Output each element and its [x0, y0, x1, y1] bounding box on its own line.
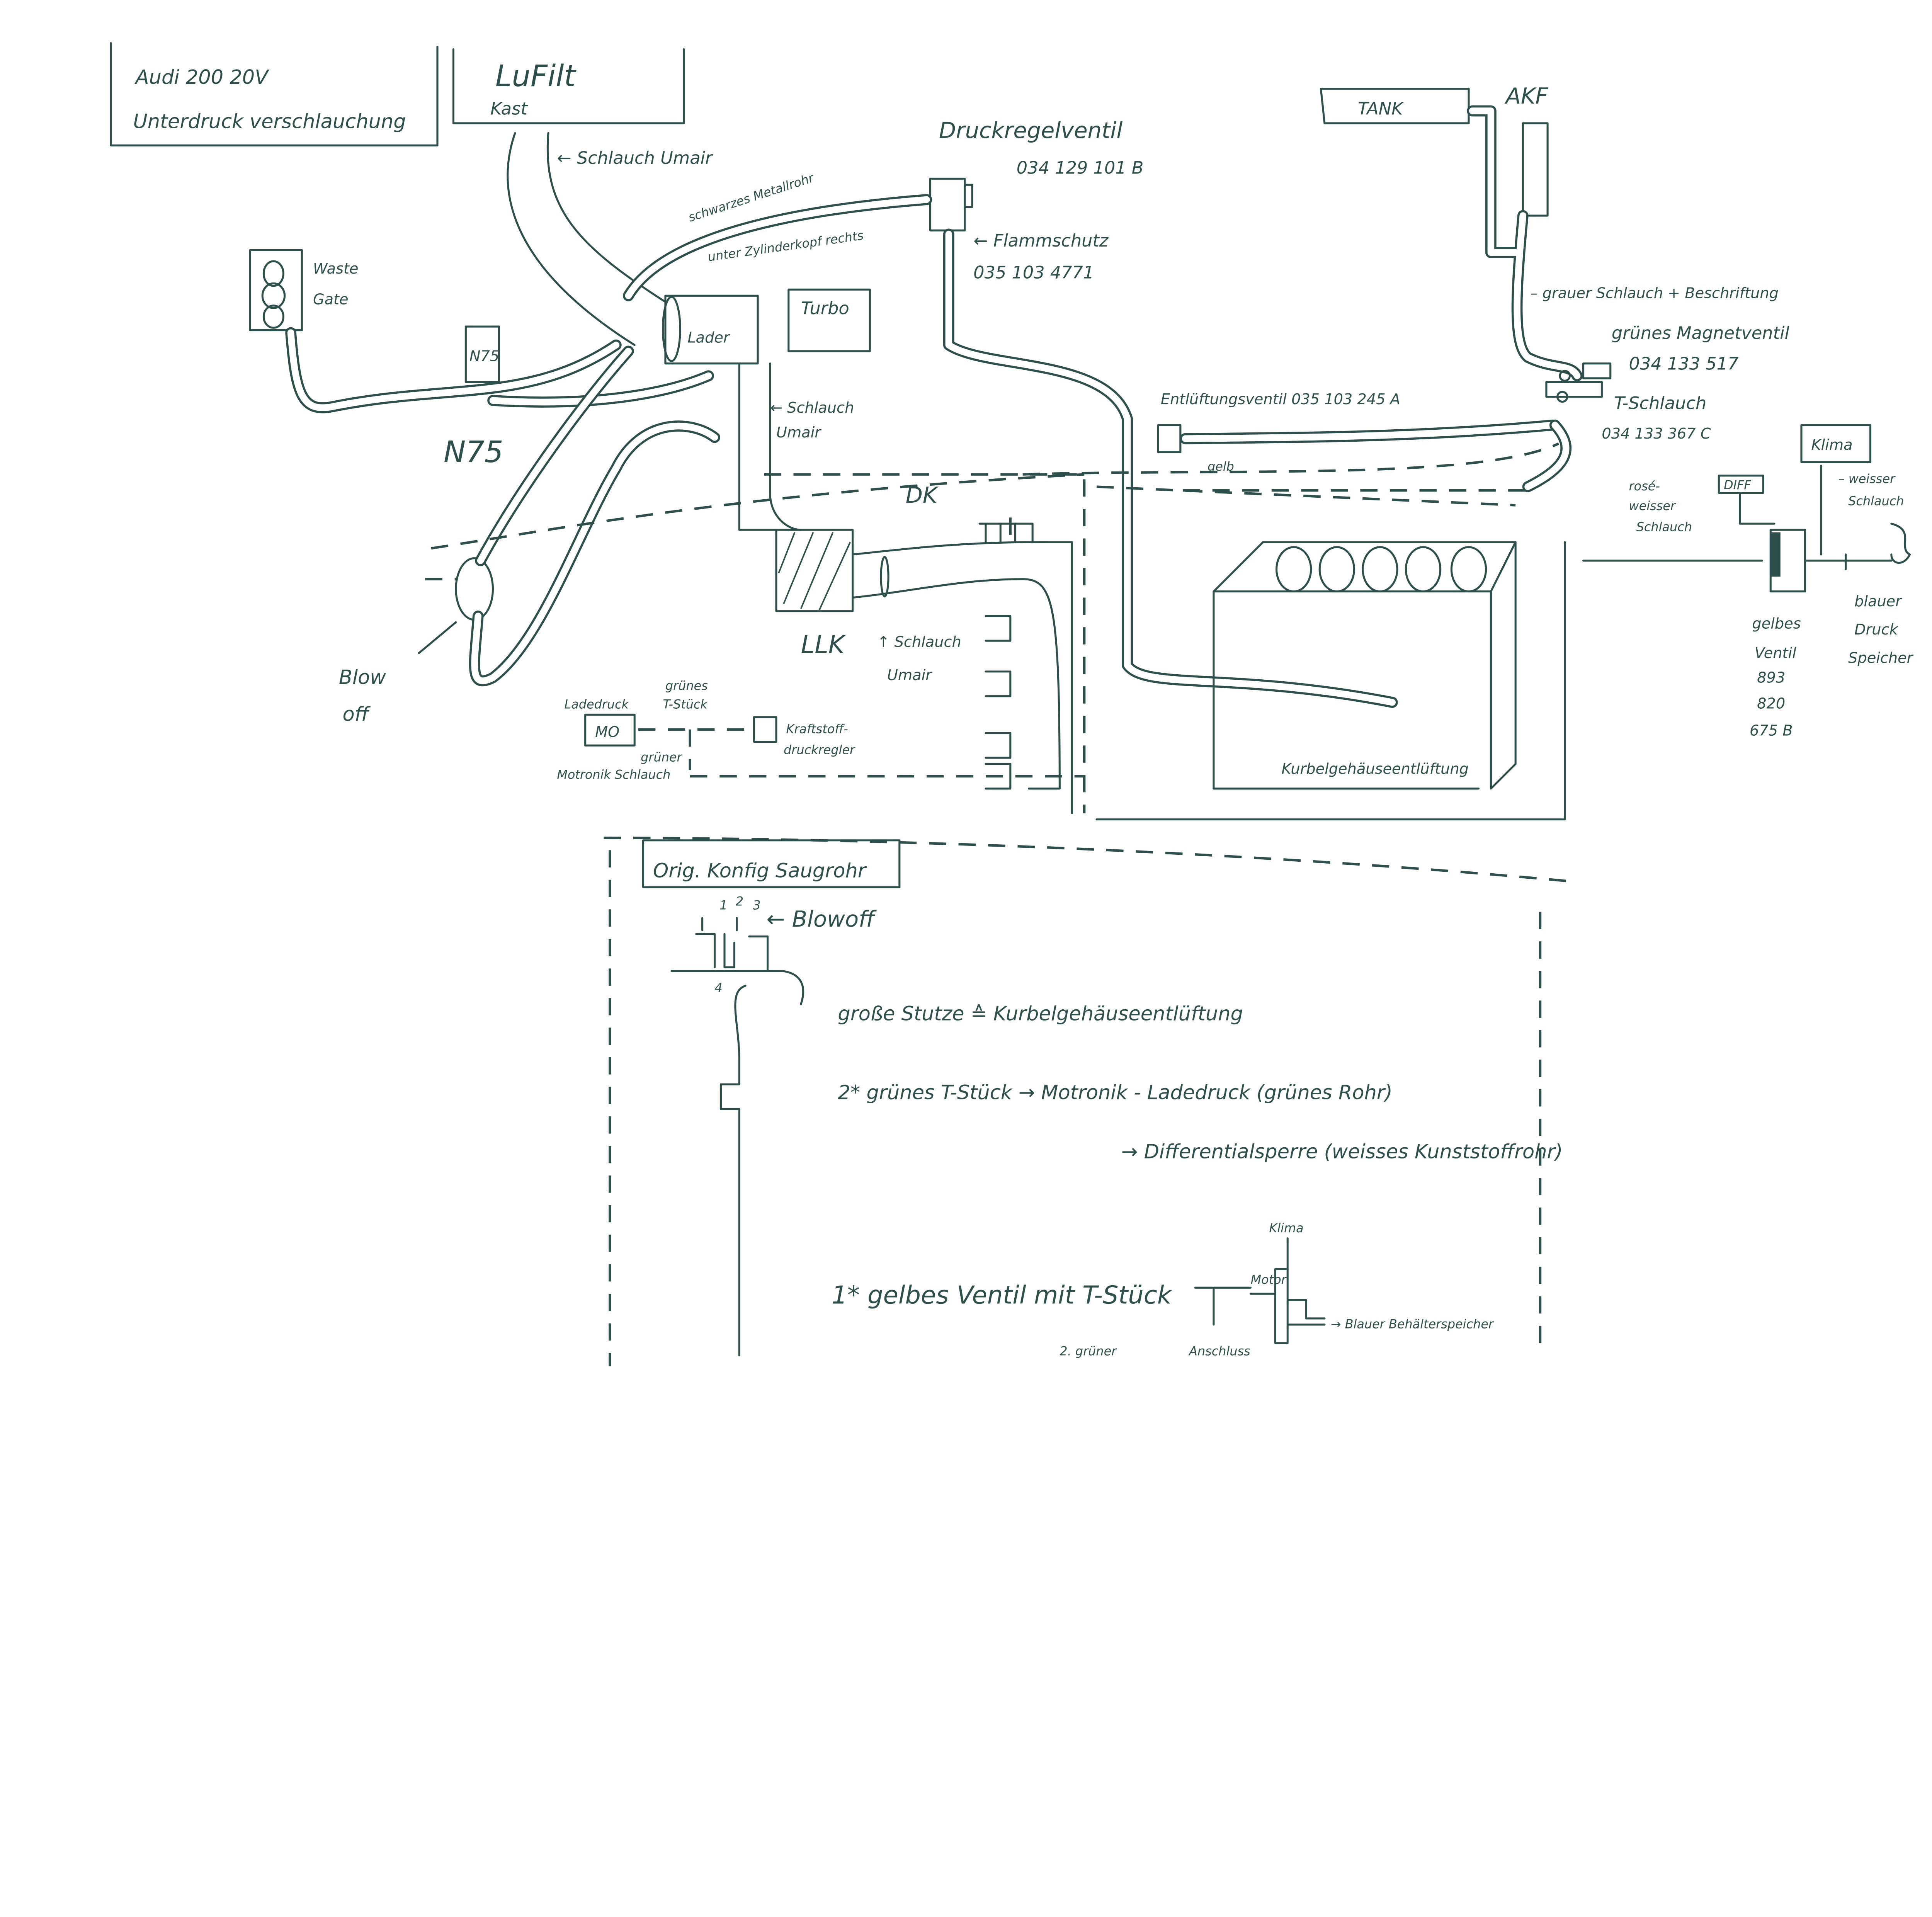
blow-off-label-2: off [342, 703, 371, 726]
gruenes-t-stueck-label-2: T-Stück [663, 697, 708, 712]
intake-manifold [978, 522, 1073, 815]
kraftstoff-label-2: druckregler [784, 743, 855, 757]
note-differentialsperre: → Differentialsperre (weisses Kunststoff… [1121, 1140, 1563, 1163]
note-grosse-stutze: große Stutze ≙ Kurbelgehäuseentlüftung [838, 1002, 1243, 1025]
ladedruck-box-label: MO [595, 723, 619, 741]
grauer-schlauch-label: – grauer Schlauch + Beschriftung [1530, 285, 1778, 302]
rose-label-1: rosé- [1629, 479, 1660, 493]
n75-valve: N75 N75 [444, 325, 503, 469]
waste-gate-label-1: Waste [313, 260, 359, 277]
magnetventil-label: grünes Magnetventil [1612, 323, 1790, 343]
regulator-to-engine-hose [943, 228, 1398, 708]
turbocharger: Lader Turbo [662, 288, 871, 365]
blauer-1: blauer [1854, 593, 1902, 610]
tank-label: TANK [1358, 99, 1404, 119]
lader-label: Lader [687, 329, 730, 346]
mini-valve-sketch: Motor Klima → Blauer Behälterspeicher 2.… [1060, 1221, 1494, 1359]
weisser-schlauch-2: Schlauch [1848, 493, 1904, 508]
blauer-2: Druck [1854, 621, 1898, 638]
druckregelventil-number: 034 129 101 B [1017, 158, 1144, 178]
klima-box: Klima – weisser Schlauch [1800, 424, 1904, 556]
port-1-label: 1 [719, 898, 727, 912]
flammschutz-label: ← Flammschutz [973, 231, 1109, 251]
engine-outline [1095, 541, 1763, 821]
air-filter-box: LuFilt Kast ← Schlauch Umair [452, 48, 713, 168]
magnetventil-number: 034 133 517 [1629, 354, 1739, 374]
kurbelgehaeuse-label: Kurbelgehäuseentlüftung [1281, 760, 1469, 778]
mini-behaelter-label: → Blauer Behälterspeicher [1331, 1317, 1494, 1331]
waste-gate-label-2: Gate [313, 291, 349, 308]
dashed-boundary-upper [425, 473, 1086, 813]
engine-block: Kurbelgehäuseentlüftung [1213, 541, 1517, 790]
title-line-1: Audi 200 20V [134, 66, 270, 89]
schlauch-umair-llk-1: ↑ Schlauch [877, 633, 961, 651]
gelbes-ventil-2: Ventil [1755, 645, 1796, 662]
t-schlauch-label: T-Schlauch [1614, 393, 1706, 413]
dashed-boundary-right [1009, 485, 1516, 543]
blow-off-valve: Blow off [339, 345, 720, 726]
mini-gruener-label: 2. grüner [1060, 1344, 1117, 1359]
schlauch-umair-mid-2: Umair [776, 424, 821, 441]
llk-label: LLK [801, 631, 847, 659]
klima-label: Klima [1811, 436, 1852, 454]
flammschutz-number: 035 103 4771 [973, 263, 1094, 283]
weisser-schlauch-1: – weisser [1838, 471, 1896, 486]
mini-motor-label: Motor [1251, 1272, 1287, 1287]
magnetventil: grünes Magnetventil 034 133 517 T-Schlau… [1545, 323, 1790, 442]
waste-gate: Waste Gate [249, 249, 359, 332]
gelbes-ventil-4: 820 [1757, 695, 1785, 713]
mini-anschluss-label: Anschluss [1188, 1344, 1250, 1359]
ladedruck-label: Ladedruck [564, 697, 629, 712]
blow-off-label-1: Blow [339, 666, 386, 689]
title-line-2: Unterdruck verschlauchung [133, 111, 406, 133]
port-3-label: 3 [753, 898, 760, 912]
turbo-label: Turbo [801, 298, 849, 318]
port-labels: 1 2 3 4 ← Blowoff [670, 894, 877, 1357]
blauer-3: Speicher [1848, 650, 1914, 667]
schlauch-umair-top-label: ← Schlauch Umair [557, 148, 713, 168]
t-schlauch-number: 034 133 367 C [1602, 425, 1711, 442]
intake-pipe [507, 132, 667, 346]
tank-akf: TANK AKF – grauer Schlauch + Beschriftun… [1320, 83, 1779, 381]
akf-label: AKF [1504, 83, 1549, 109]
gruener-label: grüner [641, 750, 682, 765]
turbo-outlet-pipe [738, 362, 802, 531]
gelbes-ventil-5: 675 B [1750, 722, 1793, 740]
throttle-pipe [852, 541, 1061, 790]
schlauch-umair-llk-2: Umair [887, 667, 932, 684]
gelbes-ventil-1: gelbes [1752, 615, 1801, 632]
entlueftungsventil [1157, 424, 1182, 453]
note-gruenes-t-stueck: 2* grünes T-Stück → Motronik - Ladedruck… [838, 1081, 1392, 1104]
lower-section-border [604, 837, 1568, 1367]
orig-konfig-label: Orig. Konfig Saugrohr [653, 859, 867, 882]
title-box: Audi 200 20V Unterdruck verschlauchung [110, 42, 439, 146]
dk-label: DK [906, 482, 939, 508]
schlauch-umair-mid-1: ← Schlauch [770, 399, 854, 417]
n75-box-label: N75 [469, 347, 499, 365]
diff-label: DIFF [1724, 478, 1751, 492]
note-gelbes-ventil: 1* gelbes Ventil mit T-Stück [832, 1281, 1172, 1310]
gelbes-ventil-3: 893 [1757, 669, 1785, 687]
gruenes-t-stueck-label-1: grünes [665, 679, 708, 693]
rose-label-3: Schlauch [1636, 519, 1692, 534]
port-4-label: 4 [714, 980, 722, 995]
entlueftungsventil-label: Entlüftungsventil 035 103 245 A [1161, 391, 1400, 408]
rose-label-2: weisser [1629, 498, 1676, 513]
n75-big-label: N75 [444, 435, 503, 469]
kraftstoff-label-1: Kraftstoff- [786, 721, 848, 736]
yellow-valve: gelbes Ventil 893 820 675 B blauer Druck… [1750, 522, 1914, 740]
port-2-label: 2 [736, 894, 743, 909]
air-filter-sublabel: Kast [490, 99, 528, 119]
druckregelventil: Druckregelventil 034 129 101 B [929, 117, 1144, 231]
ladedruck-sensor: MO Ladedruck grünes T-Stück grüner Motro… [557, 679, 1085, 782]
blowoff-label: ← Blowoff [766, 906, 877, 932]
mini-klima-label: Klima [1269, 1221, 1303, 1235]
intercooler-llk: LLK [775, 529, 854, 659]
air-filter-label: LuFilt [495, 59, 577, 94]
orig-konfig-box: Orig. Konfig Saugrohr [642, 839, 901, 888]
motronik-schlauch-label: Motronik Schlauch [557, 767, 670, 782]
diff-box: DIFF rosé- weisser Schlauch [1629, 475, 1776, 534]
druckregelventil-label: Druckregelventil [939, 117, 1123, 143]
vacuum-hose-diagram: Audi 200 20V Unterdruck verschlauchung L… [110, 42, 1914, 1367]
